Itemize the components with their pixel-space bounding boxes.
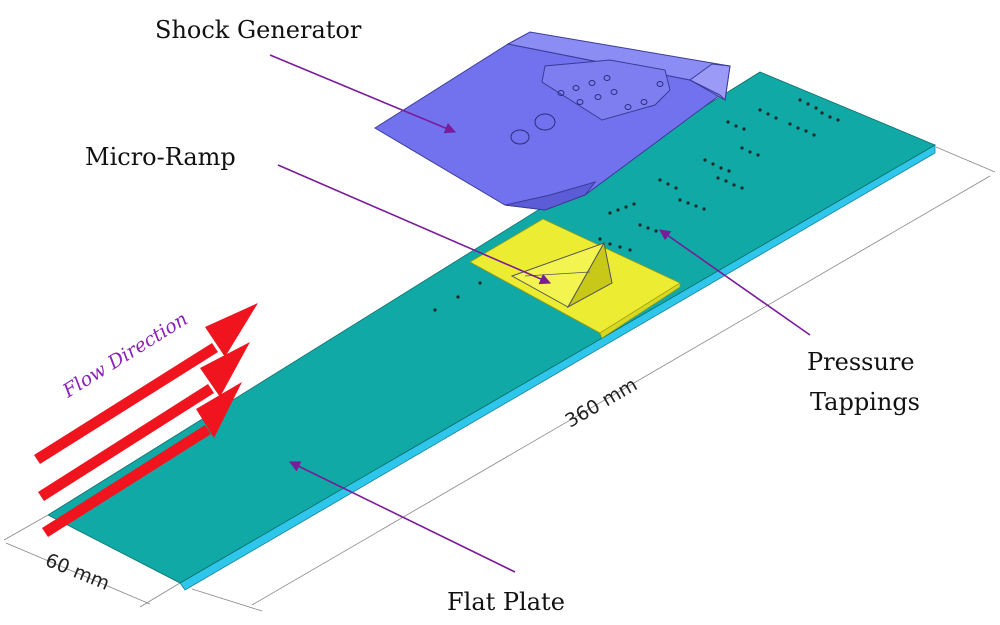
label-pressure-tappings-line1: Pressure — [807, 348, 915, 376]
pressure-tapping-hole — [654, 229, 658, 233]
shock-generator-recess — [541, 59, 671, 121]
dimension-length-label: 360 mm — [562, 374, 642, 433]
dimension-width — [3, 514, 181, 608]
pressure-tapping-hole — [433, 308, 437, 312]
pressure-tapping-hole — [703, 158, 707, 162]
flow-arrow-3 — [42, 382, 242, 537]
pressure-tapping-hole — [740, 186, 744, 190]
pressure-tapping-hole — [732, 183, 736, 187]
pressure-tapping-hole — [828, 115, 832, 119]
pressure-tapping-hole — [456, 295, 460, 299]
pressure-tapping-hole — [788, 122, 792, 126]
label-micro-ramp: Micro-Ramp — [85, 143, 236, 171]
pressure-tapping-hole — [719, 166, 723, 170]
pressure-tapping-hole — [658, 178, 662, 182]
pressure-tappings — [433, 98, 840, 312]
pressure-tapping-hole — [624, 205, 628, 209]
flat-plate-top — [47, 71, 936, 584]
label-flat-plate: Flat Plate — [447, 588, 565, 616]
dimension-width-label: 60 mm — [42, 549, 113, 595]
pressure-tapping-hole — [812, 133, 816, 137]
pressure-tapping-hole — [806, 102, 810, 106]
leader-micro-ramp — [277, 164, 552, 285]
pressure-tapping-hole — [598, 237, 602, 241]
pressure-tapping-hole — [766, 112, 770, 116]
micro-ramp — [510, 241, 613, 309]
pressure-tapping-hole — [758, 108, 762, 112]
pressure-tapping-hole — [674, 186, 678, 190]
leader-pressure-tappings — [659, 229, 811, 336]
pressure-tapping-hole — [756, 153, 760, 157]
pressure-tapping-hole — [798, 98, 802, 102]
pressure-tapping-hole — [836, 118, 840, 122]
pressure-tapping-hole — [628, 248, 632, 252]
pressure-tapping-hole — [814, 106, 818, 110]
pressure-tapping-hole — [616, 208, 620, 212]
pressure-tapping-hole — [694, 204, 698, 208]
pressure-tapping-hole — [678, 198, 682, 202]
pressure-tapping-hole — [734, 124, 738, 128]
flow-arrow-2 — [38, 342, 250, 501]
pressure-tapping-hole — [796, 126, 800, 130]
shock-generator — [374, 31, 731, 211]
pressure-tapping-hole — [740, 146, 744, 150]
flow-direction-arrows — [34, 303, 258, 537]
pressure-tapping-hole — [666, 182, 670, 186]
pressure-tapping-hole — [632, 202, 636, 206]
label-shock-generator: Shock Generator — [155, 16, 362, 44]
flat-plate — [47, 71, 936, 591]
pressure-tapping-hole — [820, 111, 824, 115]
pressure-tapping-hole — [748, 150, 752, 154]
pressure-tapping-hole — [638, 223, 642, 227]
pressure-tapping-hole — [726, 120, 730, 124]
pressure-tapping-hole — [804, 129, 808, 133]
pressure-tapping-hole — [724, 179, 728, 183]
pressure-tapping-hole — [742, 127, 746, 131]
pressure-tapping-hole — [478, 281, 482, 285]
pressure-tapping-hole — [646, 226, 650, 230]
pressure-tapping-hole — [618, 245, 622, 249]
pressure-tapping-hole — [702, 207, 706, 211]
label-pressure-tappings-line2: Tappings — [810, 388, 920, 416]
pressure-tapping-hole — [686, 201, 690, 205]
leader-lines — [269, 54, 811, 573]
flow-direction-label: Flow Direction — [58, 308, 191, 403]
pressure-tapping-hole — [727, 169, 731, 173]
pressure-tapping-hole — [774, 116, 778, 120]
flow-arrow-1 — [34, 303, 258, 464]
pressure-tapping-hole — [716, 176, 720, 180]
leader-shock-generator — [269, 54, 457, 134]
pressure-tapping-hole — [608, 242, 612, 246]
leader-flat-plate — [288, 461, 516, 573]
dimension-length — [191, 146, 996, 612]
pressure-tapping-hole — [608, 211, 612, 215]
pressure-tapping-hole — [711, 162, 715, 166]
